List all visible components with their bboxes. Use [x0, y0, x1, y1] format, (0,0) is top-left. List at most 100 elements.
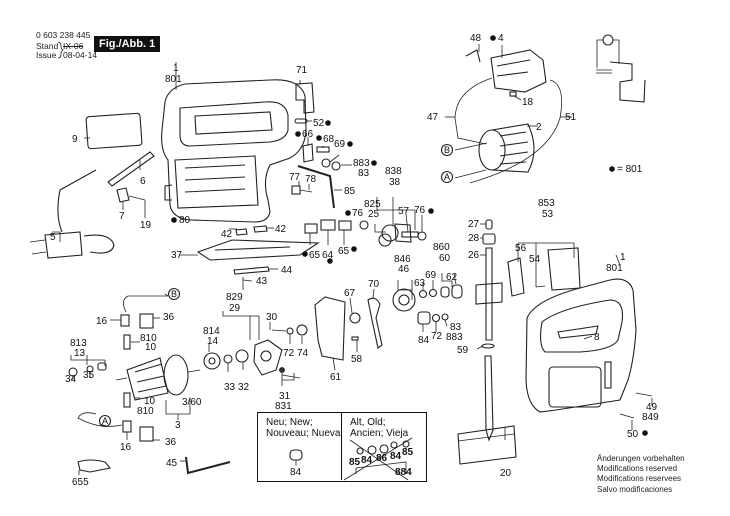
- svg-text:B: B: [444, 145, 450, 155]
- svg-text:36: 36: [163, 312, 175, 323]
- callout-labels: 1 801 9 6 7 19 5 80 71 52 66 68 69 883 8…: [50, 33, 659, 488]
- svg-text:49: 49: [646, 402, 658, 413]
- svg-text:67: 67: [344, 288, 356, 299]
- svg-text:13: 13: [74, 348, 86, 359]
- svg-text:16: 16: [96, 316, 108, 327]
- svg-text:76: 76: [352, 208, 364, 219]
- pin-58: [351, 336, 359, 341]
- svg-text:14: 14: [207, 336, 219, 347]
- replacement-info-box: [257, 412, 427, 482]
- washer-69: [321, 158, 331, 168]
- svg-text:69: 69: [334, 139, 346, 150]
- washer-33: [223, 354, 233, 364]
- part-62: [451, 284, 463, 299]
- housing-left-half: [161, 79, 307, 223]
- marker-b-brush: [167, 287, 181, 301]
- svg-text:64: 64: [322, 250, 334, 261]
- svg-text:60: 60: [439, 253, 451, 264]
- svg-text:68: 68: [323, 134, 335, 145]
- svg-text:30: 30: [266, 312, 278, 323]
- figure-label: Fig./Abb. 1: [94, 36, 161, 52]
- header-brace: [57, 41, 64, 59]
- svg-text:28: 28: [468, 233, 480, 244]
- svg-text:883: 883: [353, 158, 370, 169]
- svg-text:831: 831: [275, 401, 292, 412]
- cable-51: [469, 79, 563, 184]
- part-28: [482, 233, 496, 245]
- svg-text:33: 33: [224, 382, 236, 393]
- svg-text:59: 59: [457, 345, 469, 356]
- crossed-out-lines: [343, 437, 413, 481]
- svg-text:44: 44: [281, 265, 293, 276]
- pin-30: [271, 329, 287, 332]
- svg-text:54: 54: [529, 254, 541, 265]
- stand-value: IX-06: [63, 41, 84, 51]
- svg-text:829: 829: [226, 292, 243, 303]
- brush-holder-16b: [122, 420, 132, 433]
- svg-text:78: 78: [305, 174, 317, 185]
- needle-bearing-84: [417, 311, 431, 325]
- rod-85: [297, 165, 335, 209]
- label-65b: [338, 220, 352, 231]
- part-18: [509, 91, 517, 97]
- screw-78: [299, 189, 313, 193]
- marker-a-brush: [98, 414, 112, 428]
- part-76a: [359, 220, 369, 230]
- notice-en: Modifications reserved: [597, 464, 678, 474]
- issue-date: 08-04-14: [63, 50, 98, 60]
- svg-text:655: 655: [72, 477, 89, 488]
- screw-31: [281, 374, 301, 379]
- part-27: [485, 219, 493, 230]
- svg-text:36: 36: [165, 437, 177, 448]
- svg-text:35: 35: [83, 370, 95, 381]
- clip-655: [77, 459, 112, 473]
- svg-text:16: 16: [120, 442, 132, 453]
- marker-b-motor: [440, 143, 454, 157]
- svg-text:69: 69: [425, 270, 437, 281]
- wiring-schematic: [596, 34, 646, 103]
- svg-text:37: 37: [171, 250, 183, 261]
- svg-text:6: 6: [140, 176, 146, 187]
- svg-text:7: 7: [119, 211, 125, 222]
- svg-text:20: 20: [500, 468, 512, 479]
- eccentric-29: [253, 339, 283, 376]
- label-65a: [304, 223, 318, 234]
- notice-es: Salvo modificaciones: [597, 484, 673, 494]
- svg-text:10: 10: [144, 396, 156, 407]
- svg-text:63: 63: [414, 278, 426, 289]
- old-part-84a: 84: [361, 455, 373, 466]
- old-title-line2: Ancien; Vieja: [350, 428, 409, 439]
- new-part-number: 84: [290, 467, 302, 478]
- svg-text:53: 53: [542, 209, 554, 220]
- washer-67: [349, 312, 361, 324]
- svg-text:62: 62: [446, 272, 458, 283]
- washer-72b: [286, 327, 294, 335]
- cover-71: [295, 82, 315, 114]
- svg-text:8: 8: [594, 332, 600, 343]
- part-76b: [417, 231, 427, 241]
- marker-a-motor: [440, 170, 454, 184]
- old-part-85b: 85: [402, 447, 414, 458]
- cable-sleeve-6: [107, 151, 155, 187]
- notice-fr: Modifications reservees: [597, 474, 682, 484]
- svg-text:29: 29: [229, 303, 241, 314]
- svg-text:72: 72: [283, 348, 295, 359]
- part-77: [291, 185, 301, 195]
- bearing-14: [203, 352, 221, 370]
- part-83b: [441, 313, 449, 321]
- brush-holder-16a: [120, 314, 130, 327]
- armature-3: [115, 354, 201, 401]
- new-title-line2: Nouveau; Nueva: [266, 428, 341, 439]
- old-title-line1: Alt, Old;: [350, 417, 386, 428]
- svg-text:25: 25: [368, 209, 380, 220]
- svg-text:51: 51: [565, 112, 577, 123]
- part-48: [465, 49, 481, 63]
- svg-text:813: 813: [70, 338, 87, 349]
- svg-text:5: 5: [50, 232, 56, 243]
- svg-text:61: 61: [330, 372, 342, 383]
- bullet-legend: = 801: [617, 164, 643, 175]
- svg-text:76: 76: [414, 205, 426, 216]
- svg-text:72: 72: [431, 331, 443, 342]
- screw-19: [128, 195, 146, 201]
